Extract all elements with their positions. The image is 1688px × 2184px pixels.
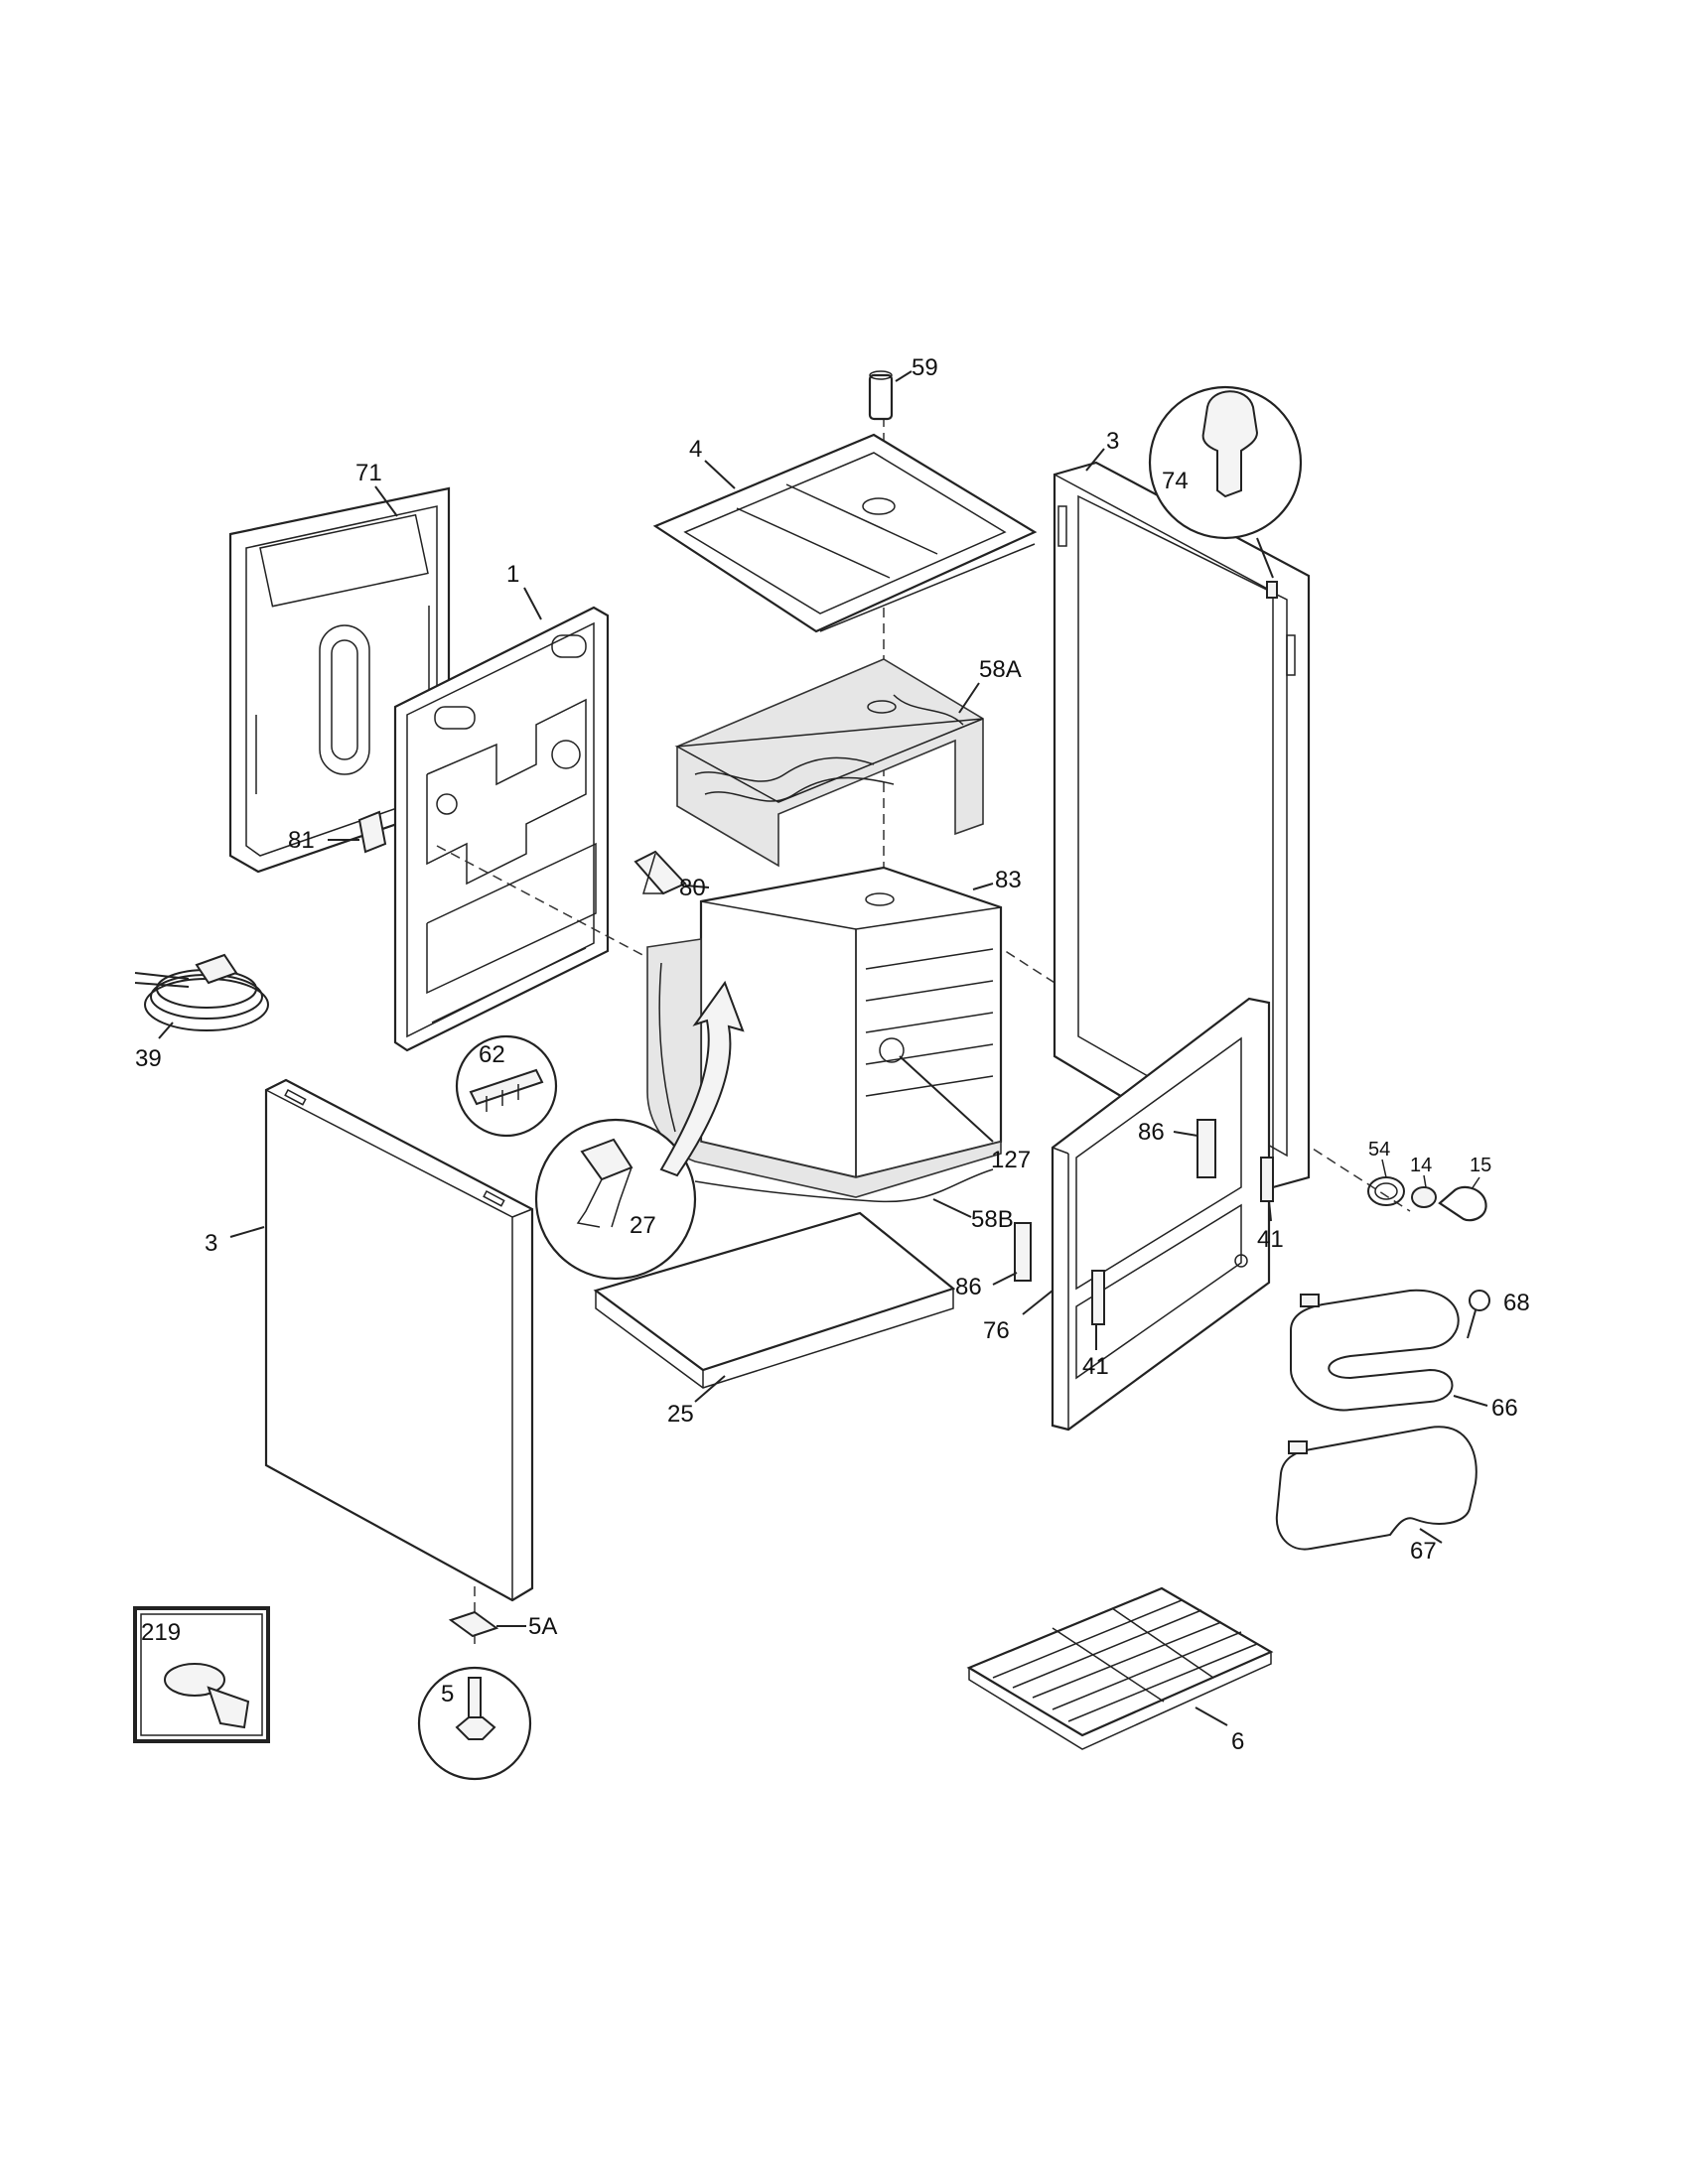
callout-59: 59 [912, 354, 938, 381]
callout-54: 54 [1368, 1139, 1390, 1160]
callout-58B: 58B [971, 1206, 1014, 1233]
part-219-inset[interactable] [133, 1606, 270, 1743]
leader-86-bottom [992, 1272, 1018, 1286]
leader-4 [704, 460, 736, 489]
leader-39 [158, 1022, 174, 1039]
part-81-bracket[interactable] [357, 810, 387, 854]
leader-3-top [1085, 448, 1105, 472]
callout-41-right: 41 [1257, 1226, 1284, 1253]
part-14-light-socket[interactable] [1411, 1186, 1437, 1208]
callout-127: 127 [991, 1147, 1031, 1173]
part-6-oven-rack[interactable] [966, 1586, 1274, 1750]
leader-41-right [1268, 1200, 1272, 1222]
part-25-bottom-panel[interactable] [593, 1211, 956, 1389]
leader-86-top [1173, 1131, 1198, 1137]
knob-icon [1201, 390, 1259, 498]
callout-58A: 58A [979, 656, 1022, 683]
callout-81: 81 [288, 827, 315, 854]
callout-6: 6 [1231, 1728, 1244, 1755]
callout-86-bottom: 86 [955, 1274, 982, 1300]
leader-76 [1022, 1290, 1054, 1315]
callout-83: 83 [995, 867, 1022, 893]
callout-27: 27 [630, 1212, 656, 1239]
part-4-top-panel[interactable] [652, 433, 1038, 633]
part-80-clip[interactable] [633, 850, 687, 895]
callout-66: 66 [1491, 1395, 1518, 1422]
part-5A-leveler-plate[interactable] [448, 1610, 499, 1638]
leader-14 [1423, 1174, 1427, 1188]
leader-74 [1256, 537, 1274, 579]
callout-1: 1 [506, 561, 519, 588]
callout-71: 71 [355, 460, 382, 486]
leader-1 [523, 587, 542, 620]
part-86-hinge-bottom[interactable] [1014, 1222, 1032, 1282]
leader-83 [972, 883, 994, 890]
leader-54 [1381, 1159, 1387, 1178]
leader-67 [1419, 1528, 1443, 1544]
callout-14: 14 [1410, 1155, 1432, 1176]
part-74-circle-callout [1148, 385, 1303, 540]
callout-86-top: 86 [1138, 1119, 1165, 1146]
part-5-leveling-leg[interactable] [417, 1666, 532, 1781]
callout-5A: 5A [528, 1613, 557, 1640]
callout-25: 25 [667, 1401, 694, 1428]
leader-15 [1471, 1176, 1480, 1190]
part-27-circle-callout [534, 1118, 697, 1281]
leader-71 [374, 485, 398, 517]
part-15-light-bulb[interactable] [1438, 1185, 1487, 1222]
callout-15: 15 [1470, 1155, 1491, 1176]
part-62-terminal-block[interactable] [455, 1034, 558, 1138]
leader-58A [958, 682, 980, 714]
part-66-broil-element[interactable] [1290, 1289, 1460, 1412]
part-54-light-ring[interactable] [1367, 1176, 1405, 1206]
part-83-oven-cavity[interactable] [699, 866, 1003, 1179]
leader-80 [684, 885, 710, 888]
callout-67: 67 [1410, 1538, 1437, 1565]
part-3-side-panel-left[interactable] [264, 1078, 534, 1602]
part-1-back-panel[interactable] [393, 606, 610, 1052]
part-68-clip[interactable] [1467, 1290, 1490, 1339]
callout-41-bottom: 41 [1082, 1353, 1109, 1380]
leader-127 [899, 1055, 994, 1143]
callout-39: 39 [135, 1045, 162, 1072]
callout-76: 76 [983, 1317, 1010, 1344]
callout-5: 5 [441, 1681, 454, 1707]
leader-66 [1453, 1395, 1488, 1407]
leader-6 [1195, 1706, 1228, 1726]
callout-3-top: 3 [1106, 428, 1119, 455]
part-front-frame[interactable] [1051, 997, 1271, 1432]
callout-3-left: 3 [205, 1230, 217, 1257]
callout-4: 4 [689, 436, 702, 463]
part-86-hinge-top[interactable] [1196, 1119, 1216, 1178]
callout-62: 62 [479, 1041, 505, 1068]
callout-68: 68 [1503, 1290, 1530, 1316]
leader-3-left [229, 1226, 265, 1238]
part-67-bake-element[interactable] [1275, 1426, 1477, 1551]
leader-58B [932, 1198, 972, 1218]
leader-25 [694, 1375, 726, 1403]
arrow-icon [659, 980, 745, 1177]
part-39-power-cord[interactable] [134, 953, 269, 1031]
part-58A-top-insulation[interactable] [674, 658, 984, 868]
part-59-spacer[interactable] [868, 370, 894, 421]
leader-59 [895, 370, 913, 382]
nut-icon [455, 1716, 496, 1740]
part-74-screw[interactable] [1266, 581, 1278, 599]
part-41-strip-bottom[interactable] [1091, 1270, 1105, 1325]
callout-80: 80 [679, 875, 706, 901]
callout-219: 219 [141, 1619, 181, 1646]
callout-74: 74 [1162, 468, 1189, 494]
part-41-strip-right[interactable] [1260, 1157, 1274, 1202]
